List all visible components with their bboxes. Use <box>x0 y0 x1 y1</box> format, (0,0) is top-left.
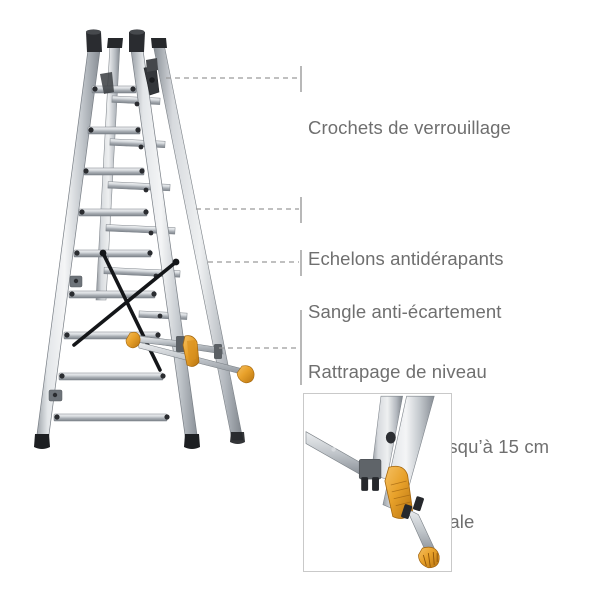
callout-line: Rattrapage de niveau <box>308 361 487 382</box>
callout-label-locking-hooks: Crochets de verrouillage <box>308 65 511 190</box>
rivets <box>54 86 170 420</box>
callout-label-anti-spread-strap: Sangle anti-écartement <box>308 249 501 374</box>
front-rungs <box>53 85 168 422</box>
rail-brackets <box>48 275 83 402</box>
rubber-feet <box>34 432 245 449</box>
pedal-mechanism-closeup-photo <box>303 393 452 572</box>
callout-label-anti-slip-rungs: Echelons antidérapants <box>308 196 504 321</box>
locking-hooks <box>100 58 160 96</box>
level-compensation-pedal <box>182 335 200 367</box>
inset-illustration <box>304 394 451 571</box>
callout-leader-lines <box>166 77 299 349</box>
callout-line: Sangle anti-écartement <box>308 301 502 322</box>
callout-line: Crochets de verrouillage <box>308 117 511 138</box>
callout-line: Echelons antidérapants <box>308 248 504 269</box>
orange-foot-caps <box>125 331 255 384</box>
